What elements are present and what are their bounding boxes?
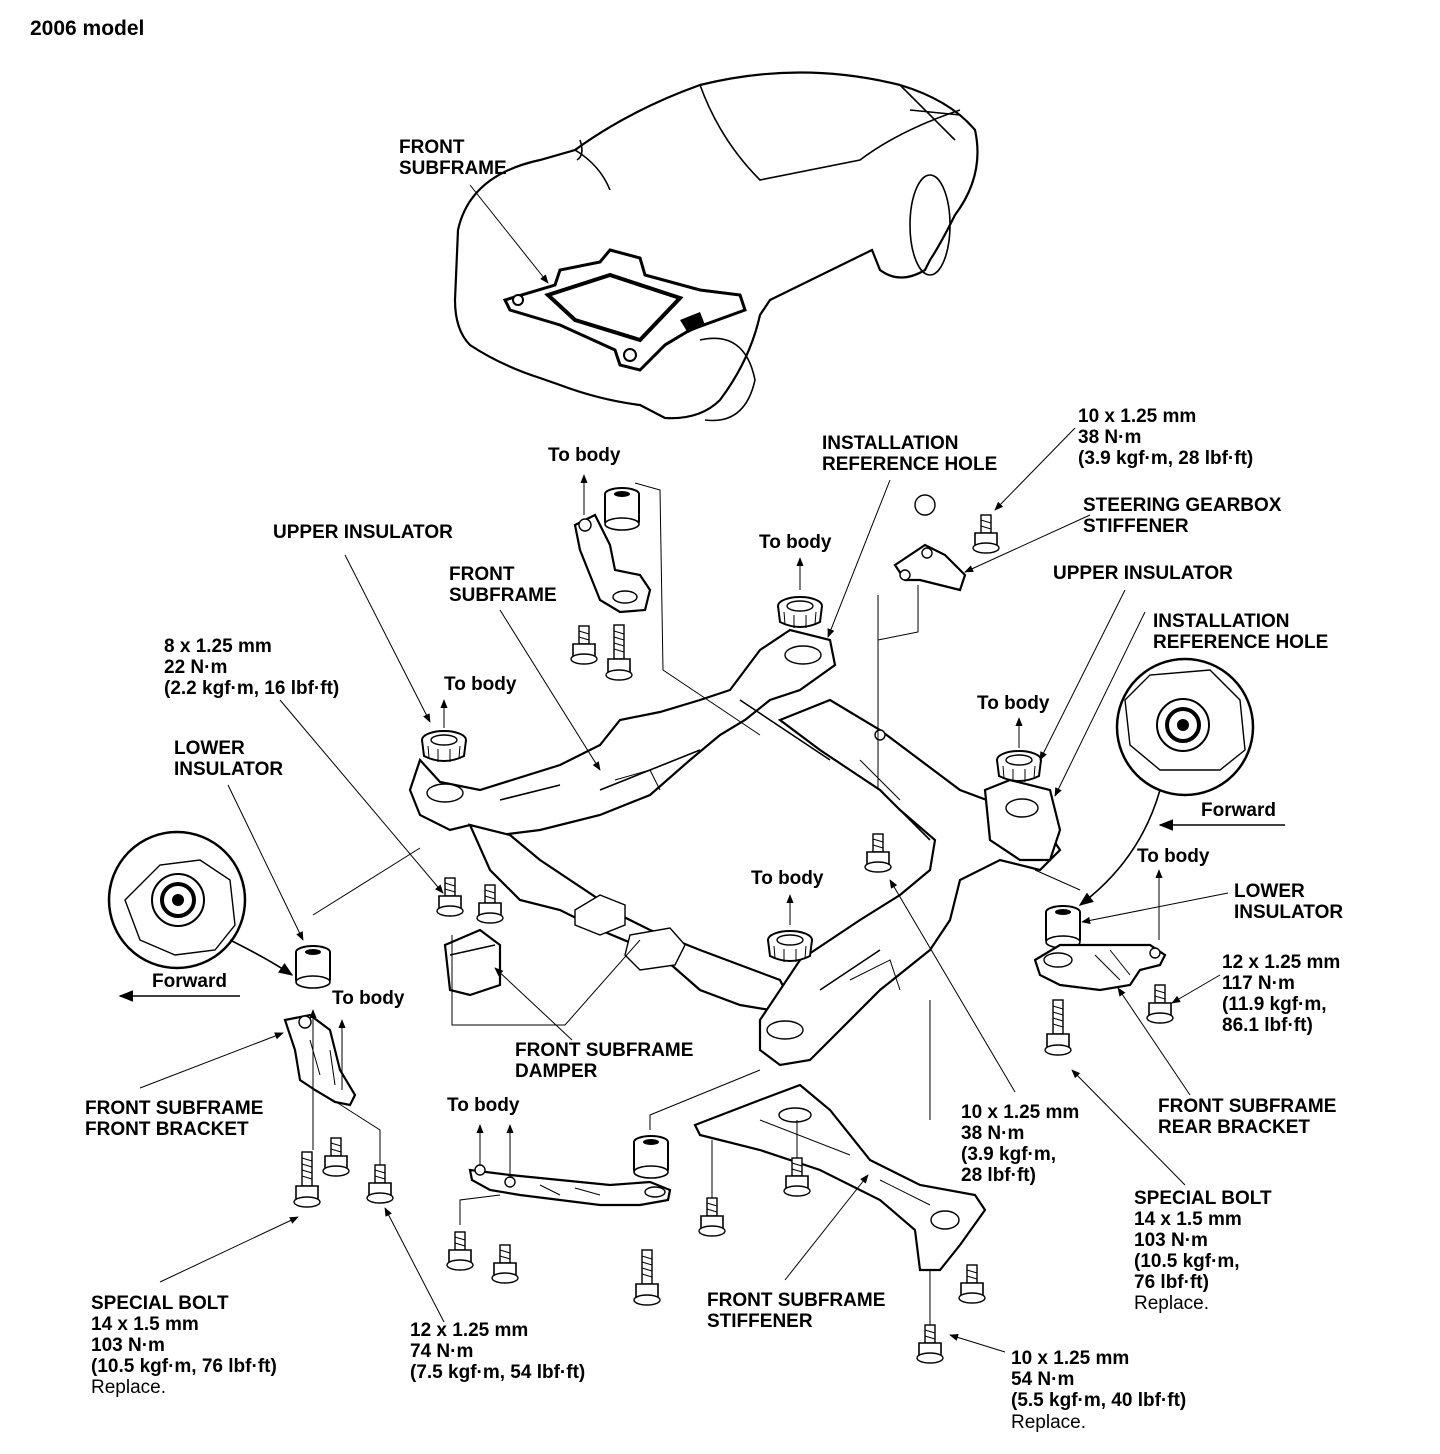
label-steering-gearbox-stiffener: STEERING GEARBOX STIFFENER [1083, 495, 1282, 537]
steering-gearbox-stiffener [893, 543, 967, 592]
label-front-subframe-rear-bracket: FRONT SUBFRAME REAR BRACKET [1158, 1096, 1337, 1138]
label-to-body-left-insulator: To body [444, 674, 517, 695]
label-to-body-front-bracket: To body [332, 988, 405, 1009]
label-bolt-10mm-38: 10 x 1.25 mm 38 N·m (3.9 kgf·m, 28 lbf·f… [961, 1102, 1080, 1186]
lower-insulator-top [604, 487, 640, 531]
alignment-lines [312, 482, 1081, 1325]
upper-insulator-mid [767, 930, 813, 963]
label-front-subframe-stiffener: FRONT SUBFRAME STIFFENER [707, 1290, 886, 1332]
label-to-body-rear-bracket: To body [1137, 846, 1210, 867]
label-forward-left: Forward [152, 971, 227, 992]
to-body-arrows [309, 474, 1163, 1178]
label-special-bolt-left: SPECIAL BOLT 14 x 1.5 mm 103 N·m (10.5 k… [91, 1293, 277, 1377]
label-car-front-subframe: FRONT SUBFRAME [399, 137, 507, 179]
lower-insulator-stiffener [633, 1135, 669, 1179]
lower-link-stiffener [468, 1164, 672, 1207]
bolts [293, 494, 1174, 1364]
rear-bracket [1033, 943, 1167, 992]
label-to-body-right-insulator: To body [977, 693, 1050, 714]
label-replace-bottom: Replace. [1011, 1412, 1086, 1433]
label-front-subframe-front-bracket: FRONT SUBFRAME FRONT BRACKET [85, 1098, 264, 1140]
detail-circle-left [107, 830, 294, 976]
label-replace-left: Replace. [91, 1377, 166, 1398]
label-lower-insulator-right: LOWER INSULATOR [1234, 881, 1344, 923]
front-subframe-damper [443, 928, 502, 997]
page-title: 2006 model [30, 17, 145, 40]
label-forward-right: Forward [1201, 800, 1276, 821]
lower-insulator-left [295, 945, 331, 989]
label-to-body-stiffener: To body [447, 1095, 520, 1116]
label-lower-insulator-left: LOWER INSULATOR [174, 738, 284, 780]
label-front-subframe: FRONT SUBFRAME [449, 564, 557, 606]
label-installation-reference-hole-1: INSTALLATION REFERENCE HOLE [822, 433, 998, 475]
label-upper-insulator-right: UPPER INSULATOR [1053, 563, 1233, 584]
label-to-body-top: To body [548, 445, 621, 466]
label-bolt-10mm-54: 10 x 1.25 mm 54 N·m (5.5 kgf·m, 40 lbf·f… [1011, 1348, 1187, 1411]
upper-insulator-right [996, 750, 1042, 783]
label-to-body-center: To body [759, 532, 832, 553]
leader-lines [139, 184, 1229, 1353]
label-special-bolt-right: SPECIAL BOLT 14 x 1.5 mm 103 N·m (10.5 k… [1134, 1188, 1272, 1293]
vehicle-outline [453, 71, 979, 422]
label-upper-insulator-left: UPPER INSULATOR [273, 522, 453, 543]
label-bolt-8mm: 8 x 1.25 mm 22 N·m (2.2 kgf·m, 16 lbf·ft… [164, 636, 340, 699]
label-bolt-top-right: 10 x 1.25 mm 38 N·m (3.9 kgf·m, 28 lbf·f… [1078, 406, 1254, 469]
top-bracket [573, 513, 652, 614]
label-to-body-mid: To body [751, 868, 824, 889]
upper-insulator-left [421, 730, 467, 763]
label-bolt-12mm-74: 12 x 1.25 mm 74 N·m (7.5 kgf·m, 54 lbf·f… [410, 1320, 586, 1383]
label-bolt-12mm-117: 12 x 1.25 mm 117 N·m (11.9 kgf·m, 86.1 l… [1222, 952, 1341, 1036]
label-installation-reference-hole-2: INSTALLATION REFERENCE HOLE [1153, 611, 1329, 653]
upper-insulator-center [777, 596, 823, 629]
front-bracket [283, 1013, 357, 1107]
front-subframe [408, 628, 1062, 1067]
label-front-subframe-damper: FRONT SUBFRAME DAMPER [515, 1040, 694, 1082]
detail-circle-right [1078, 657, 1255, 906]
front-subframe-stiffener [693, 1083, 987, 1272]
lower-insulator-right [1045, 905, 1081, 949]
label-replace-right: Replace. [1134, 1293, 1209, 1314]
